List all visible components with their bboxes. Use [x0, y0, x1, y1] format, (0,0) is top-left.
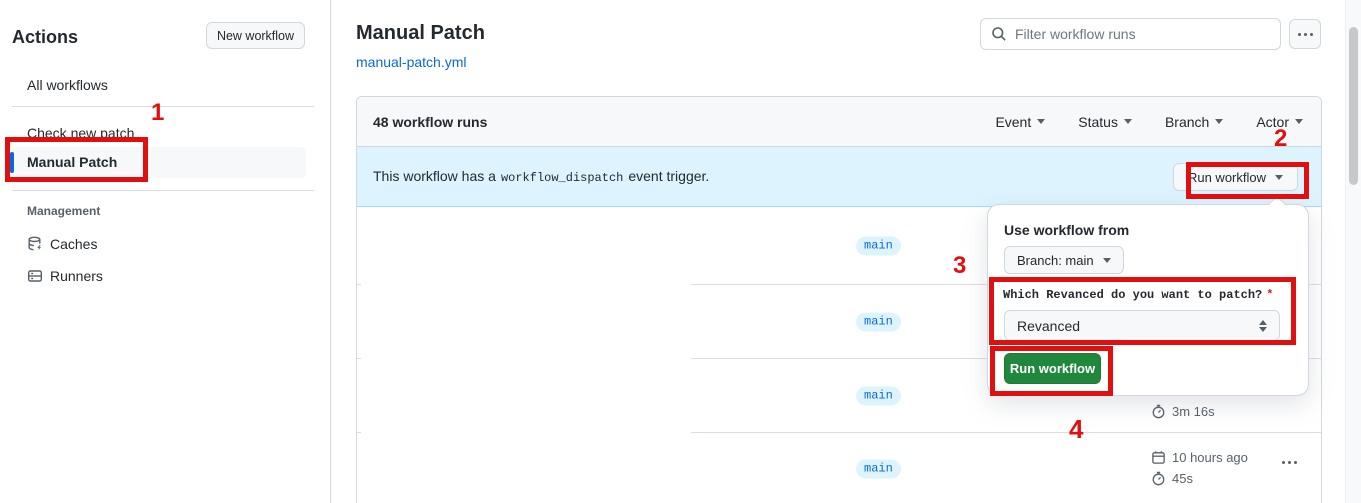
- caret-down-icon: [1102, 257, 1111, 263]
- sidebar-title: Actions: [12, 27, 79, 47]
- sidebar-item-check-new-patch[interactable]: Check new patch: [27, 125, 135, 141]
- select-updown-icon: [1259, 319, 1267, 332]
- search-icon: [991, 26, 1007, 42]
- sidebar-divider: [12, 190, 314, 191]
- workflow-run-row: main: [357, 207, 1321, 285]
- sidebar-item-all-workflows[interactable]: All workflows: [27, 77, 108, 93]
- branch-badge[interactable]: main: [856, 312, 901, 331]
- run-row-kebab-icon[interactable]: [1282, 461, 1297, 464]
- sidebar-item-caches[interactable]: Caches: [27, 236, 97, 252]
- workflow-dispatch-code: workflow_dispatch: [500, 171, 624, 185]
- filter-event[interactable]: Event: [995, 114, 1046, 130]
- kebab-horizontal-icon: [1297, 32, 1313, 36]
- caret-down-icon: [1215, 119, 1224, 124]
- actions-sidebar: Actions New workflow All workflows Check…: [0, 0, 331, 503]
- annotation-step-4: 4: [1069, 414, 1084, 444]
- filter-status[interactable]: Status: [1078, 114, 1132, 130]
- filter-branch[interactable]: Branch: [1165, 114, 1224, 130]
- caret-down-icon: [1275, 174, 1283, 180]
- branch-badge[interactable]: main: [856, 236, 901, 255]
- page-title: Manual Patch: [356, 22, 485, 44]
- annotation-step-3: 3: [953, 252, 967, 279]
- run-workflow-dialog: Use workflow from Branch: main Which Rev…: [987, 195, 1309, 396]
- branch-badge[interactable]: main: [856, 386, 901, 405]
- run-duration: 3m 16s: [1172, 404, 1215, 419]
- runs-count: 48 workflow runs: [373, 113, 488, 130]
- sidebar-divider: [12, 106, 314, 107]
- filter-workflow-runs-input[interactable]: [980, 18, 1281, 50]
- annotation-step-2: 2: [1274, 125, 1288, 152]
- page-scrollbar-track: [1345, 0, 1361, 503]
- run-workflow-submit-button[interactable]: Run workflow: [1004, 353, 1101, 384]
- branch-badge[interactable]: main: [856, 459, 901, 479]
- redacted-run-titles-area: [361, 207, 691, 503]
- filter-actor[interactable]: Actor: [1256, 114, 1303, 130]
- runs-filters: Event Status Branch Actor: [995, 114, 1305, 130]
- annotation-step-1: 1: [151, 99, 165, 126]
- sidebar-item-label: Runners: [50, 268, 103, 284]
- workflow-run-list: main main main 3m 16s: [357, 207, 1321, 503]
- management-section-label: Management: [27, 204, 101, 218]
- run-workflow-dropdown-button[interactable]: Run workflow: [1172, 163, 1298, 191]
- required-asterisk: *: [1266, 288, 1274, 302]
- runs-table-header: 48 workflow runs Event Status Branch Act…: [357, 97, 1321, 147]
- cache-database-icon: [27, 236, 43, 252]
- stopwatch-icon: [1151, 471, 1166, 486]
- server-icon: [27, 268, 43, 284]
- workflow-run-row: main: [357, 285, 1321, 359]
- sidebar-item-manual-patch[interactable]: Manual Patch: [10, 147, 306, 178]
- workflow-file-link[interactable]: manual-patch.yml: [356, 54, 467, 70]
- caret-down-icon: [1295, 119, 1303, 124]
- filter-workflow-runs-field: [980, 18, 1281, 50]
- calendar-icon: [1151, 450, 1166, 465]
- page-scrollbar-thumb[interactable]: [1349, 27, 1358, 185]
- new-workflow-button[interactable]: New workflow: [206, 22, 305, 49]
- caret-down-icon: [1037, 119, 1046, 124]
- run-date: 10 hours ago: [1172, 450, 1248, 465]
- caret-down-icon: [1123, 119, 1132, 124]
- sidebar-item-label: Caches: [50, 236, 98, 252]
- run-duration: 45s: [1172, 471, 1193, 486]
- run-meta: 10 hours ago 45s: [1151, 447, 1248, 489]
- sidebar-item-label: Manual Patch: [27, 154, 118, 170]
- selected-accent-bar: [10, 152, 14, 173]
- workflow-options-kebab-button[interactable]: [1289, 19, 1321, 49]
- workflow-run-row: main 3m 16s: [357, 359, 1321, 433]
- workflow-input-label: Which Revanced do you want to patch?*: [1003, 288, 1274, 302]
- workflow-run-row: main 10 hours ago: [357, 433, 1321, 503]
- workflow-runs-table: 48 workflow runs Event Status Branch Act…: [356, 96, 1322, 503]
- run-meta: 3m 16s: [1151, 401, 1215, 422]
- stopwatch-icon: [1151, 404, 1166, 419]
- dialog-title: Use workflow from: [1004, 222, 1130, 238]
- revanced-select[interactable]: Revanced: [1004, 310, 1280, 341]
- branch-select-button[interactable]: Branch: main: [1004, 246, 1124, 274]
- sidebar-item-runners[interactable]: Runners: [27, 268, 103, 284]
